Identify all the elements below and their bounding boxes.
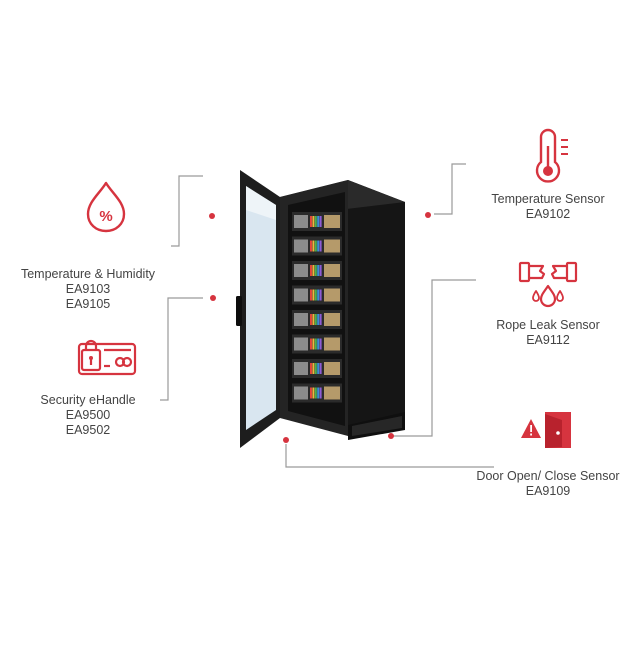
server-units bbox=[292, 212, 342, 403]
leaking-pipe-icon bbox=[518, 261, 578, 308]
thermometer-icon bbox=[535, 128, 568, 183]
connector-dots bbox=[209, 212, 431, 443]
server-unit bbox=[292, 383, 342, 403]
sensor-model: EA9103 bbox=[65, 282, 111, 296]
sensor-model: EA9502 bbox=[65, 423, 111, 437]
server-unit bbox=[292, 359, 342, 378]
server-unit bbox=[292, 285, 342, 305]
connector-security-ehandle bbox=[160, 297, 203, 401]
connector-temperature-humidity bbox=[171, 175, 203, 247]
sensor-name: Door Open/ Close Sensor bbox=[476, 469, 620, 483]
open-door-warning-icon bbox=[521, 412, 571, 448]
label-security-ehandle: Security eHandle EA9500 EA9502 bbox=[40, 393, 135, 438]
server-unit bbox=[292, 236, 342, 256]
connector-door-sensor bbox=[285, 444, 494, 468]
server-cabinet bbox=[236, 170, 405, 448]
connector-rope-leak bbox=[392, 279, 476, 437]
sensor-name: Rope Leak Sensor bbox=[496, 318, 600, 332]
sensor-model: EA9109 bbox=[525, 484, 571, 498]
server-unit bbox=[292, 310, 342, 329]
dot-temperature-humidity bbox=[209, 213, 215, 219]
dot-rope-leak bbox=[388, 433, 394, 439]
server-unit bbox=[292, 212, 342, 231]
connector-lines bbox=[160, 163, 494, 468]
label-temperature-sensor: Temperature Sensor EA9102 bbox=[491, 192, 604, 222]
sensor-name: Temperature & Humidity bbox=[20, 267, 156, 281]
connector-temperature-sensor bbox=[434, 163, 466, 215]
humidity-drop-icon: % bbox=[86, 181, 126, 233]
svg-text:%: % bbox=[99, 208, 112, 225]
label-door-sensor: Door Open/ Close Sensor EA9109 bbox=[476, 469, 619, 499]
server-unit bbox=[292, 261, 342, 280]
sensor-model: EA9102 bbox=[525, 207, 571, 221]
sensor-name: Temperature Sensor bbox=[491, 192, 605, 206]
dot-security-ehandle bbox=[210, 295, 216, 301]
label-rope-leak-sensor: Rope Leak Sensor EA9112 bbox=[496, 318, 600, 348]
label-temperature-humidity: Temperature & Humidity EA9103 EA9105 bbox=[21, 267, 155, 312]
dot-temperature-sensor bbox=[425, 212, 431, 218]
door-handle bbox=[236, 296, 242, 326]
sensor-name: Security eHandle bbox=[40, 393, 136, 407]
dot-door-sensor bbox=[283, 437, 289, 443]
sensor-model: EA9112 bbox=[526, 333, 570, 347]
sensor-model: EA9500 bbox=[65, 408, 111, 422]
sensor-model: EA9105 bbox=[65, 297, 111, 311]
server-unit bbox=[292, 334, 342, 354]
ehandle-card-icon bbox=[77, 339, 137, 376]
